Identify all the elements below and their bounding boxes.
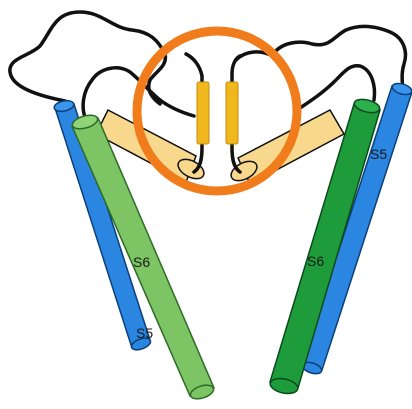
right-s6-label: S6 — [307, 253, 324, 269]
left-s6-label: S6 — [133, 254, 150, 270]
right-s5-label: S5 — [370, 146, 387, 162]
right-filter-bar — [226, 82, 238, 144]
selectivity-ring-circle-ring-icon — [137, 31, 297, 191]
right-top-loop — [236, 26, 405, 94]
left-loop-to-pore-helix — [160, 100, 194, 116]
left-filter-bar — [197, 82, 209, 144]
selectivity-filter — [197, 82, 238, 144]
left-s5-label: S5 — [136, 325, 153, 341]
